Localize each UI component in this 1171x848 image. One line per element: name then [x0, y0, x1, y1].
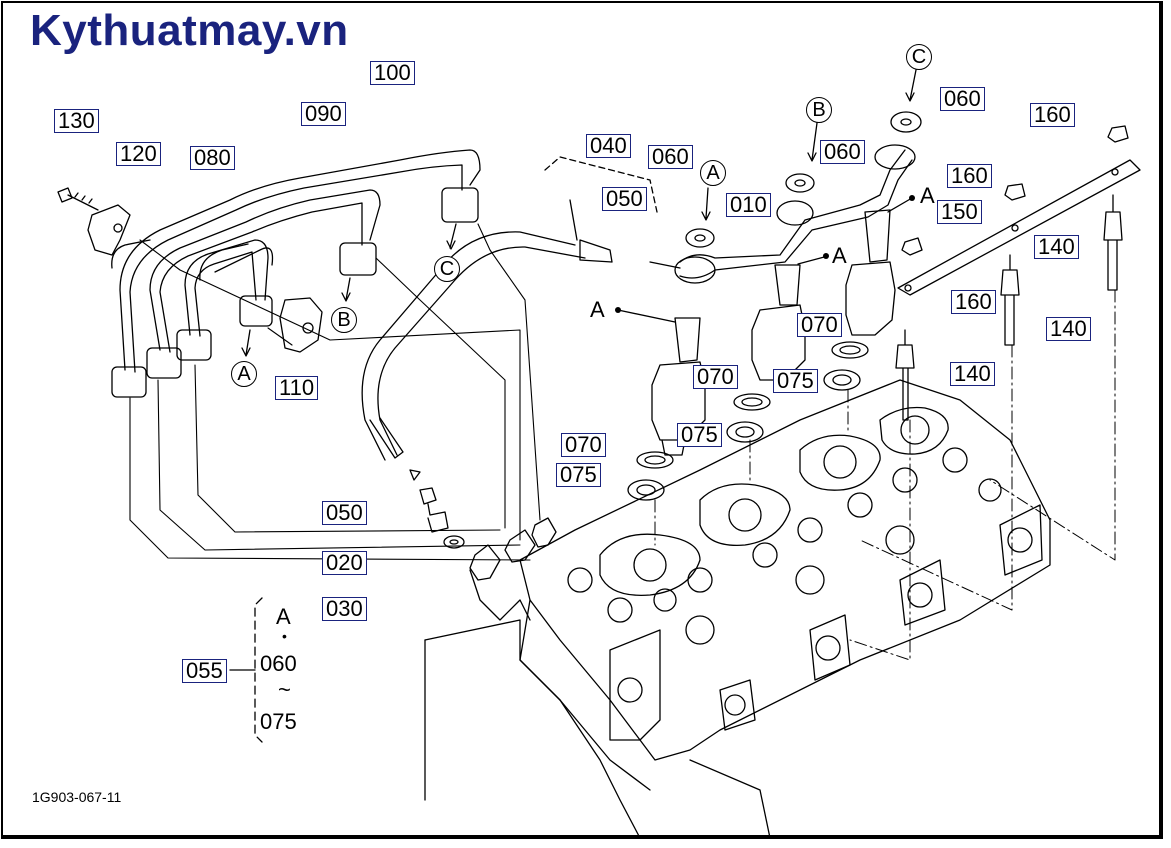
return-hose — [569, 199, 613, 263]
ref-label-a-3: A — [920, 183, 935, 208]
ref-circle-b-right: B — [806, 97, 832, 123]
ref-circle-a-left: A — [231, 361, 257, 387]
part-tag-150: 150 — [937, 200, 982, 224]
part-tag-055: 055 — [182, 659, 227, 683]
part-tag-075-left: 075 — [556, 463, 601, 487]
part-tag-120: 120 — [116, 142, 161, 166]
part-tag-075-right: 075 — [773, 369, 818, 393]
kit-from: 060 — [260, 651, 297, 676]
part-tag-080: 080 — [190, 146, 235, 170]
ref-label-a-2: A — [832, 243, 847, 268]
part-tag-070-right: 070 — [797, 313, 842, 337]
ref-circle-a-right: A — [700, 160, 726, 186]
part-tag-140-low: 140 — [950, 362, 995, 386]
ref-circle-c-left: C — [434, 256, 460, 282]
part-tag-040: 040 — [586, 134, 631, 158]
part-tag-110: 110 — [275, 376, 319, 400]
drawing-code: 1G903-067-11 — [32, 789, 122, 805]
part-tag-050-upper: 050 — [602, 187, 647, 211]
part-tag-030: 030 — [322, 597, 367, 621]
clamp-120 — [87, 204, 131, 256]
ref-label-a-1: A — [590, 297, 605, 322]
bolt-130 — [57, 187, 99, 211]
injection-pipes — [111, 149, 481, 373]
kit-to: 075 — [260, 709, 297, 734]
part-tag-050-lower: 050 — [322, 501, 367, 525]
kit-dot: • — [282, 628, 287, 644]
pipe-nuts — [111, 187, 479, 398]
part-tag-010: 010 — [726, 193, 771, 217]
glow-plug-bar — [897, 159, 1141, 296]
part-tag-160-mid: 160 — [947, 164, 992, 188]
part-tag-140-mid: 140 — [1046, 317, 1091, 341]
injection-nozzles — [651, 209, 896, 456]
part-tag-160-top: 160 — [1030, 103, 1075, 127]
part-tag-060-mid: 060 — [820, 140, 865, 164]
part-tag-070-left: 070 — [561, 433, 606, 457]
kit-letter: A — [276, 604, 291, 629]
ref-circle-b-left: B — [331, 307, 357, 333]
part-tag-090: 090 — [301, 102, 346, 126]
clamp-110 — [279, 297, 323, 353]
part-tag-140-top: 140 — [1034, 235, 1079, 259]
kit-tilde: ~ — [278, 677, 291, 702]
part-tag-060-left: 060 — [648, 145, 693, 169]
glow-plugs — [895, 194, 1123, 421]
part-tag-060-right: 060 — [940, 87, 985, 111]
part-tag-020: 020 — [322, 551, 367, 575]
part-tag-070-mid: 070 — [693, 365, 738, 389]
part-tag-075-mid: 075 — [677, 423, 722, 447]
ref-circle-c-right: C — [906, 44, 932, 70]
site-logo: Kythuatmay.vn — [30, 6, 349, 55]
part-tag-160-low: 160 — [951, 290, 996, 314]
part-tag-130: 130 — [54, 109, 99, 133]
part-tag-100: 100 — [370, 61, 415, 85]
